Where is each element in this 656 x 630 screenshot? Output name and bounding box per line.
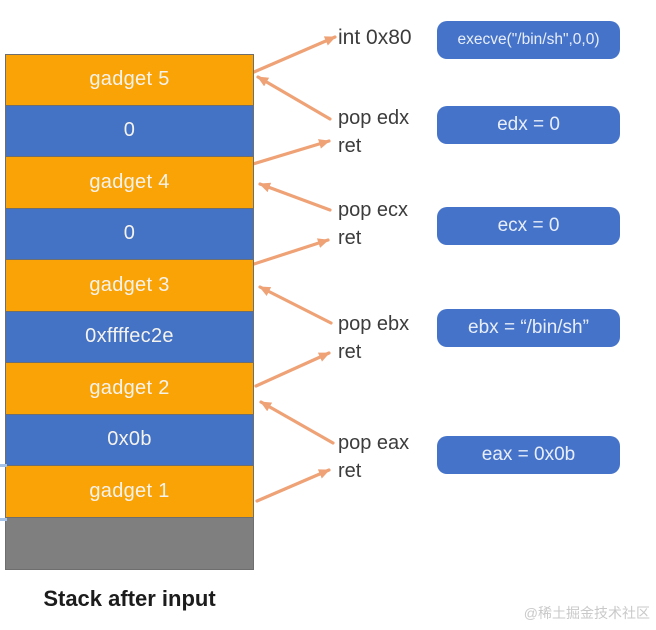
arrow-pop-eax-label-to-gadget-2 [259,400,335,445]
stack-base-block [5,517,254,570]
stack-row-gadget4: gadget 4 [5,157,254,209]
connector-tick [0,518,7,521]
arrow-pop-ebx-label-to-gadget-3 [258,285,333,325]
label-line: ret [338,460,362,482]
effect-box-ecx: ecx = 0 [437,207,620,245]
stack-row-value-binsh-addr: 0xffffec2e [5,311,254,363]
label-line: pop ebx [338,313,410,335]
label-int-0x80: int 0x80 [338,24,412,52]
arrow-gadget-4-to-pop-edx-ret-label [251,139,331,166]
stack-diagram: gadget 5 0 gadget 4 0 gadget 3 0xffffec2… [5,54,254,570]
stack-row-gadget2: gadget 2 [5,363,254,415]
stack-row-value-ecx: 0 [5,208,254,260]
arrow-pop-ecx-label-to-gadget-4 [258,182,332,212]
effect-box-edx: edx = 0 [437,106,620,144]
label-pop-edx-ret: pop edx ret [338,104,409,160]
label-line: pop eax [338,432,410,454]
label-pop-ecx-ret: pop ecx ret [338,196,408,252]
connector-tick [0,464,7,467]
arrow-gadget-1-to-pop-eax-ret-label [255,468,331,503]
label-line: pop edx [338,107,410,129]
label-line: ret [338,135,362,157]
label-line: ret [338,341,362,363]
arrow-gadget-2-to-pop-ebx-ret-label [254,351,331,388]
stack-row-gadget1: gadget 1 [5,466,254,518]
effect-box-eax: eax = 0x0b [437,436,620,474]
arrow-gadget-3-to-pop-ecx-ret-label [252,238,330,266]
stack-row-value-eax: 0x0b [5,414,254,466]
watermark: @稀土掘金技术社区 [523,605,650,621]
label-pop-eax-ret: pop eax ret [338,429,409,485]
effect-box-ebx: ebx = “/bin/sh” [437,309,620,347]
label-pop-ebx-ret: pop ebx ret [338,310,409,366]
label-line: ret [338,227,362,249]
stack-row-value-edx: 0 [5,105,254,157]
label-line: int 0x80 [338,26,412,49]
stack-row-gadget3: gadget 3 [5,260,254,312]
effect-box-execve: execve("/bin/sh",0,0) [437,21,620,59]
arrow-gadget-5-to-int-0x80-label [252,35,337,74]
label-line: pop ecx [338,199,409,221]
stack-row-gadget5: gadget 5 [5,54,254,106]
diagram-caption: Stack after input [43,586,216,611]
arrow-pop-edx-label-to-gadget-5 [256,75,332,121]
